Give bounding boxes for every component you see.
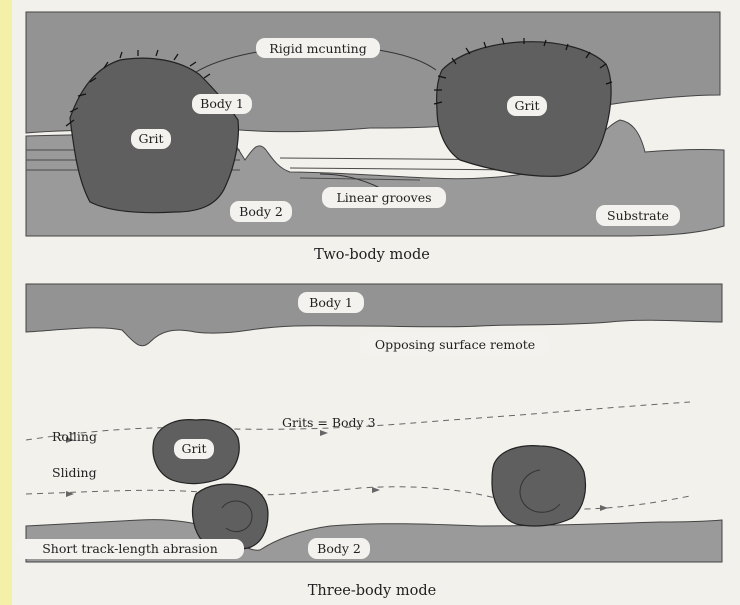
two-body-body1-label: Body 1: [200, 96, 244, 111]
three-body-grit-label: Grit: [182, 441, 207, 456]
two-body-caption: Two-body mode: [314, 247, 430, 263]
sliding-path: [26, 487, 690, 509]
two-body-grit-left-label: Grit: [139, 131, 164, 146]
short-track-label: Short track-length abrasion: [42, 541, 218, 556]
opposing-surface-label: Opposing surface remote: [375, 337, 535, 352]
rigid-mounting-label: Rigid mcunting: [269, 41, 366, 56]
substrate-label: Substrate: [607, 208, 669, 223]
three-body-caption: Three-body mode: [308, 583, 436, 599]
three-body-body2-label: Body 2: [317, 541, 361, 556]
linear-grooves-label: Linear grooves: [336, 190, 431, 205]
three-body-grit-right: [492, 446, 586, 526]
two-body-body2-label: Body 2: [239, 204, 283, 219]
three-body-body1-label: Body 1: [309, 295, 353, 310]
three-body-panel: Body 1 Opposing surface remote Rolling S…: [16, 284, 722, 599]
sliding-label: Sliding: [52, 465, 97, 480]
rolling-label: Rolling: [52, 429, 97, 444]
grits-body3-label: Grits = Body 3: [282, 415, 376, 430]
two-body-grit-right-label: Grit: [515, 98, 540, 113]
two-body-panel: Rigid mcunting Body 1 Grit Grit Linear g…: [26, 12, 724, 263]
